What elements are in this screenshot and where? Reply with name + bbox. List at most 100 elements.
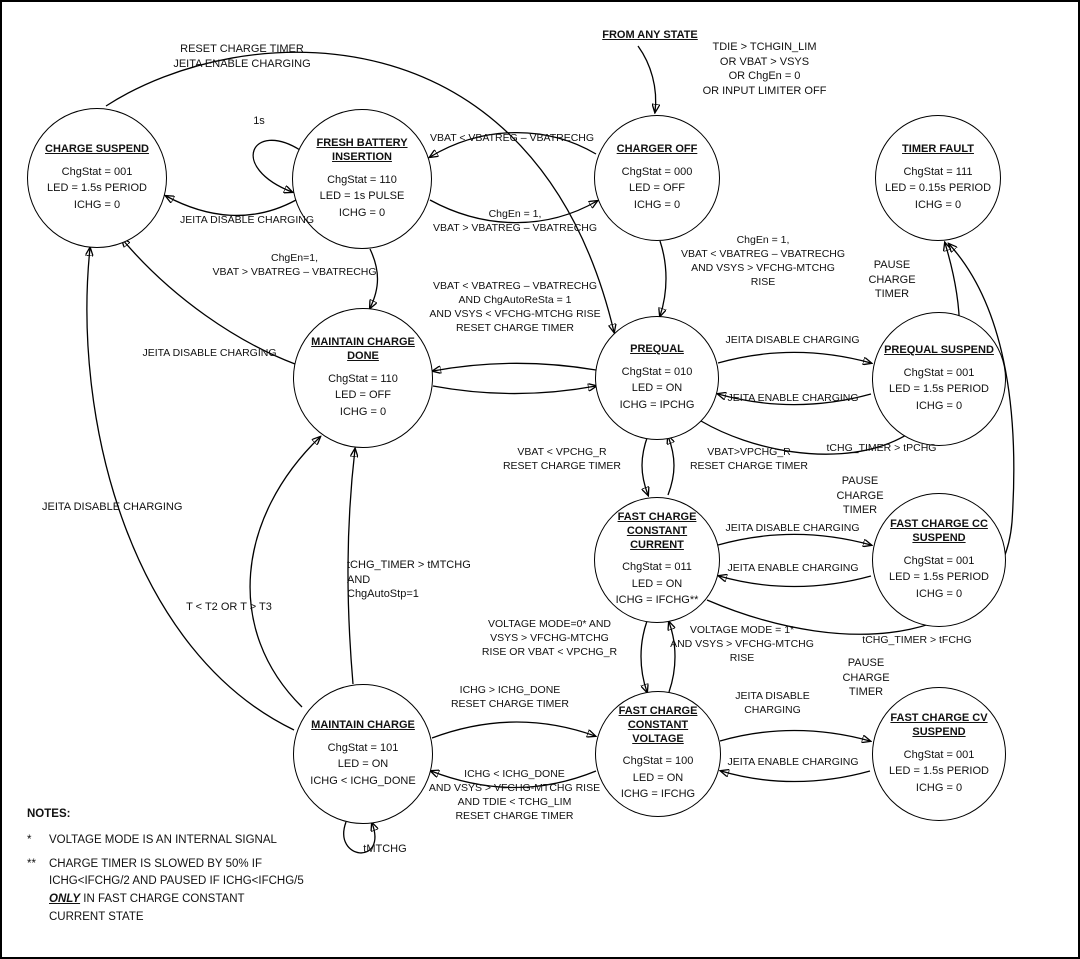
state-ichg: ICHG = IFCHG** (615, 594, 699, 607)
label-voltage-mode-0: VOLTAGE MODE=0* AND VSYS > VFCHG-MTCHG R… (481, 618, 618, 658)
state-fresh-battery-insertion: FRESH BATTERY INSERTION ChgStat = 110 LE… (292, 109, 432, 249)
label-tchg-timer-tmtchg: tCHG_TIMER > tMTCHG AND ChgAutoStp=1 (347, 559, 471, 601)
state-led: LED = 1.5s PERIOD (889, 383, 989, 396)
note-1-text: VOLTAGE MODE IS AN INTERNAL SIGNAL (49, 833, 277, 846)
note-2-line-3-rest: IN FAST CHARGE CONSTANT (80, 893, 245, 906)
label-jeita-enable-fast-cc: JEITA ENABLE CHARGING (727, 562, 859, 574)
label-ichg-above-done: ICHG > ICHG_DONE RESET CHARGE TIMER (450, 684, 570, 710)
label-jeita-disable-prequal: JEITA DISABLE CHARGING (725, 334, 860, 346)
label-reset-charge-timer-jeita-enable: RESET CHARGE TIMER JEITA ENABLE CHARGING (173, 43, 311, 70)
state-chgstat: ChgStat = 100 (622, 755, 694, 768)
label-1s: 1s (253, 115, 265, 127)
label-voltage-mode-1: VOLTAGE MODE = 1* AND VSYS > VFCHG-MTCHG… (670, 624, 814, 664)
edge-fresh-battery-to-charger-off (429, 199, 597, 224)
edge-maintain-charge-temperature (249, 437, 320, 708)
edge-charger-off-to-fresh-battery (430, 131, 597, 157)
label-chgen1-vbat-above-recharge: ChgEn = 1, VBAT > VBATREG – VBATRECHG (432, 208, 598, 234)
label-jeita-disable-maintain-done: JEITA DISABLE CHARGING (142, 347, 277, 359)
state-ichg: ICHG < ICHG_DONE (310, 774, 416, 787)
label-vbat-below-recharge: VBAT < VBATREG – VBATRECHG (429, 132, 595, 144)
note-2-marker: ** (27, 857, 36, 870)
state-fast-charge-cv-suspend: FAST CHARGE CV SUSPEND ChgStat = 001 LED… (872, 687, 1006, 821)
state-led: LED = 1.5s PERIOD (889, 765, 989, 777)
state-title: CHARGE SUSPEND (45, 142, 149, 155)
state-title: MAINTAIN CHARGE DONE (311, 336, 415, 362)
label-jeita-disable-fresh-battery: JEITA DISABLE CHARGING (179, 214, 314, 226)
label-jeita-disable-maintain-charge: JEITA DISABLE CHARGING (42, 501, 183, 513)
edge-prequal-to-maintain-charge-done (433, 362, 597, 371)
state-maintain-charge-done: MAINTAIN CHARGE DONE ChgStat = 110 LED =… (293, 308, 433, 448)
state-led: LED = OFF (335, 389, 391, 401)
state-ichg: ICHG = IFCHG (620, 788, 696, 801)
state-title: FAST CHARGE CONSTANT VOLTAGE (618, 705, 698, 745)
note-2-line-1: CHARGE TIMER IS SLOWED BY 50% IF (49, 857, 263, 870)
edge-any-state-into-charger-off (637, 45, 656, 112)
state-ichg: ICHG = 0 (915, 587, 963, 600)
note-2-line-2: ICHG<IFCHG/2 AND PAUSED IF ICHG<IFCHG/5 (49, 875, 304, 888)
state-chgstat: ChgStat = 001 (903, 366, 975, 379)
label-pause-charge-timer-cv: PAUSE CHARGE TIMER (842, 657, 890, 699)
state-chgstat: ChgStat = 000 (621, 165, 693, 178)
state-ichg: ICHG = IPCHG (619, 398, 695, 411)
state-led: LED = ON (337, 758, 389, 771)
state-title: TIMER FAULT (902, 142, 974, 155)
edge-fast-cc-to-cc-suspend (717, 533, 871, 546)
state-chgstat: ChgStat = 110 (327, 173, 397, 186)
state-chgstat: ChgStat = 110 (328, 372, 398, 385)
state-title: MAINTAIN CHARGE (311, 718, 415, 731)
edge-prequal-suspend-to-prequal (718, 394, 872, 406)
note-1-marker: * (27, 833, 32, 846)
label-vbat-above-vpchg: VBAT>VPCHG_R RESET CHARGE TIMER (689, 446, 809, 472)
state-ichg: ICHG = 0 (633, 198, 681, 211)
state-chgstat: ChgStat = 011 (622, 561, 692, 574)
state-maintain-charge: MAINTAIN CHARGE ChgStat = 101 LED = ON I… (293, 684, 433, 824)
state-chgstat: ChgStat = 101 (327, 741, 399, 754)
state-led: LED = 1.5s PERIOD (889, 571, 989, 583)
edge-fast-charge-to-timer-fault (706, 244, 1015, 635)
edge-fast-cv-to-fast-cc (669, 622, 676, 693)
edge-cv-suspend-to-fast-cv (721, 771, 871, 783)
state-led: LED = 1.5s PERIOD (47, 182, 147, 195)
state-led: LED = OFF (629, 182, 685, 195)
state-ichg: ICHG = 0 (339, 405, 387, 418)
state-led: LED = 1s PULSE (319, 190, 405, 202)
edge-maintain-charge-to-charge-suspend (87, 248, 295, 731)
label-pause-charge-timer-prequal: PAUSE CHARGE TIMER (868, 259, 916, 301)
edge-prequal-to-prequal-suspend (717, 351, 871, 364)
label-charger-off-conditions: TDIE > TCHGIN_LIM OR VBAT > VSYS OR ChgE… (702, 41, 827, 97)
label-temperature-window: T < T2 OR T > T3 (186, 601, 272, 613)
label-chgen1-to-maintain-done: ChgEn=1, VBAT > VBATREG – VBATRECHG (212, 252, 377, 278)
state-chgstat: ChgStat = 001 (61, 165, 133, 178)
edge-fresh-battery-to-charge-suspend (166, 196, 297, 217)
state-title: FAST CHARGE CV SUSPEND (890, 712, 988, 738)
edge-maintain-charge-done-to-prequal (432, 386, 596, 395)
edge-fresh-battery-to-maintain-charge-done (370, 248, 379, 308)
label-tchg-timer-tfchg: tCHG_TIMER > tFCHG (862, 634, 972, 646)
note-2-line-4: CURRENT STATE (49, 911, 144, 924)
state-chgstat: ChgStat = 111 (903, 165, 973, 178)
state-prequal: PREQUAL ChgStat = 010 LED = ON ICHG = IP… (595, 316, 719, 440)
state-title: PREQUAL SUSPEND (884, 343, 994, 356)
state-title: PREQUAL (630, 342, 684, 355)
edge-charger-off-to-prequal (660, 240, 667, 316)
state-ichg: ICHG = 0 (915, 781, 963, 794)
label-from-any-state: FROM ANY STATE (602, 29, 698, 41)
note-2-line-3: ONLY IN FAST CHARGE CONSTANT (49, 891, 304, 909)
notes-heading: NOTES: (27, 808, 71, 820)
edge-fast-cv-to-cv-suspend (719, 729, 870, 742)
edge-maintain-charge-done-to-charge-suspend (122, 239, 296, 365)
state-fast-charge-constant-current: FAST CHARGE CONSTANT CURRENT ChgStat = 0… (594, 497, 720, 623)
state-title: FAST CHARGE CONSTANT CURRENT (617, 511, 697, 551)
edge-maintain-charge-to-maintain-charge-done (347, 449, 355, 685)
state-charger-off: CHARGER OFF ChgStat = 000 LED = OFF ICHG… (594, 115, 720, 241)
state-fast-charge-constant-voltage: FAST CHARGE CONSTANT VOLTAGE ChgStat = 1… (595, 691, 721, 817)
edge-charge-suspend-to-prequal (105, 51, 614, 332)
edge-prequal-to-fast-cc (641, 434, 648, 495)
state-chgstat: ChgStat = 010 (621, 365, 693, 378)
state-title: CHARGER OFF (616, 142, 698, 155)
state-title: FAST CHARGE CC SUSPEND (890, 518, 988, 544)
state-chgstat: ChgStat = 001 (903, 748, 975, 761)
edge-fast-cc-to-prequal (668, 436, 675, 496)
state-led: LED = ON (631, 577, 683, 590)
